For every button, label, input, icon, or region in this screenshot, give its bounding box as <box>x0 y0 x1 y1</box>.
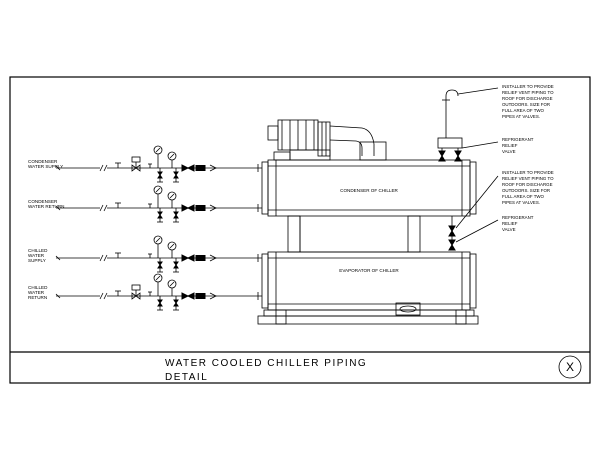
pipe-label: RETURN <box>28 295 47 300</box>
svg-text:FULL AREA OF TWO: FULL AREA OF TWO <box>502 108 545 113</box>
chiller-base <box>257 309 479 325</box>
svg-text:REFRIGERANT: REFRIGERANT <box>502 137 534 142</box>
pipe-label: CONDENSER <box>28 199 58 204</box>
svg-text:VALVE: VALVE <box>502 149 516 154</box>
pipe-label: SUPPLY <box>28 258 46 263</box>
evaporator-label: EVAPORATOR OF CHILLER <box>339 268 399 273</box>
svg-text:ROOF FOR DISCHARGE: ROOF FOR DISCHARGE <box>502 96 553 101</box>
pipe-label: CHILLED <box>28 248 48 253</box>
pipe-label: WATER <box>28 290 45 295</box>
relief-valve-note-top: REFRIGERANT RELIEF VALVE <box>502 137 534 154</box>
relief-valve-note-bottom: REFRIGERANT RELIEF VALVE <box>502 215 534 232</box>
svg-text:PIPES AT VALVES.: PIPES AT VALVES. <box>502 114 540 119</box>
svg-text:VALVE: VALVE <box>502 227 516 232</box>
condenser-label: CONDENSER OF CHILLER <box>340 188 398 193</box>
compressor-motor <box>267 119 387 161</box>
svg-text:INSTALLER TO PROVIDE: INSTALLER TO PROVIDE <box>502 84 554 89</box>
vent-note-top: INSTALLER TO PROVIDE RELIEF VENT PIPING … <box>502 84 554 119</box>
drawing-title: WATER COOLED CHILLER PIPING <box>165 358 367 369</box>
svg-text:PIPES AT VALVES.: PIPES AT VALVES. <box>502 200 540 205</box>
evaporator-shell: EVAPORATOR OF CHILLER <box>261 251 477 316</box>
svg-text:OUTDOORS. SIZE FOR: OUTDOORS. SIZE FOR <box>502 102 550 107</box>
chiller: CONDENSER OF CHILLER EVAPORATOR OF CHILL… <box>257 119 479 325</box>
relief-vent-assembly-bottom <box>448 175 499 251</box>
pipe-label: WATER RETURN <box>28 204 65 209</box>
svg-text:RELIEF: RELIEF <box>502 143 518 148</box>
relief-vent-assembly-top <box>437 87 499 162</box>
sheet-border <box>9 76 591 384</box>
svg-text:RELIEF VENT PIPING TO: RELIEF VENT PIPING TO <box>502 176 554 181</box>
detail-tag: X <box>566 360 574 374</box>
svg-text:FULL AREA OF TWO: FULL AREA OF TWO <box>502 194 545 199</box>
pipe-label: WATER <box>28 253 45 258</box>
pipe-label: WATER SUPPLY <box>28 164 63 169</box>
svg-text:OUTDOORS. SIZE FOR: OUTDOORS. SIZE FOR <box>502 188 550 193</box>
pipe-label: CONDENSER <box>28 159 58 164</box>
svg-text:RELIEF: RELIEF <box>502 221 518 226</box>
sight-glass <box>395 302 421 316</box>
condenser-shell: CONDENSER OF CHILLER <box>261 159 477 217</box>
svg-text:RELIEF VENT PIPING TO: RELIEF VENT PIPING TO <box>502 90 554 95</box>
shell-supports <box>287 215 421 253</box>
vent-note-bottom: INSTALLER TO PROVIDE RELIEF VENT PIPING … <box>502 170 554 205</box>
svg-text:REFRIGERANT: REFRIGERANT <box>502 215 534 220</box>
svg-text:ROOF FOR DISCHARGE: ROOF FOR DISCHARGE <box>502 182 553 187</box>
svg-text:INSTALLER TO PROVIDE: INSTALLER TO PROVIDE <box>502 170 554 175</box>
drawing-subtitle: DETAIL <box>165 372 208 383</box>
detail-tag-circle <box>558 355 582 379</box>
pipe-label: CHILLED <box>28 285 48 290</box>
